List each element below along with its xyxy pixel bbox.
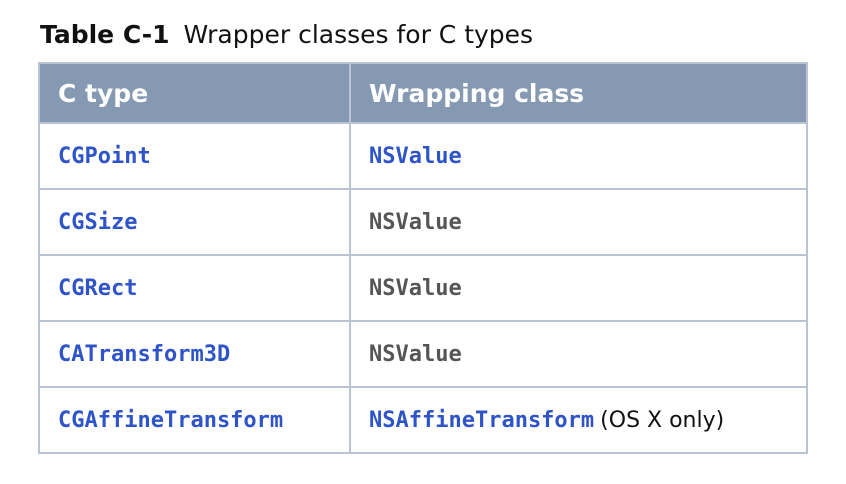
c-type-link-cgrect[interactable]: CGRect <box>58 275 138 301</box>
wrapping-class-link-nsvalue[interactable]: NSValue <box>369 143 462 169</box>
wrapping-class-link-nsaffinetransform[interactable]: NSAffineTransform <box>369 407 595 433</box>
c-type-link-cgpoint[interactable]: CGPoint <box>58 143 151 169</box>
table-row: CGSize NSValue <box>38 188 808 256</box>
c-type-cell: CGPoint <box>38 122 351 190</box>
table-number: Table C-1 <box>40 20 170 49</box>
c-type-link-catransform3d[interactable]: CATransform3D <box>58 341 231 367</box>
table-caption: Table C-1 Wrapper classes for C types <box>40 19 533 51</box>
column-header-wrapping-class: Wrapping class <box>349 62 808 124</box>
platform-note: (OS X only) <box>600 407 725 433</box>
wrapping-class-cell: NSAffineTransform(OS X only) <box>349 386 808 454</box>
wrapping-class-cell: NSValue <box>349 320 808 388</box>
table-row: CGAffineTransform NSAffineTransform(OS X… <box>38 386 808 454</box>
wrapping-class-text: NSValue <box>369 275 462 301</box>
wrapping-class-text: NSValue <box>369 209 462 235</box>
c-type-link-cgsize[interactable]: CGSize <box>58 209 138 235</box>
c-type-cell: CGAffineTransform <box>38 386 351 454</box>
wrapping-class-cell: NSValue <box>349 254 808 322</box>
table-header-row: C type Wrapping class <box>38 62 808 124</box>
c-type-cell: CATransform3D <box>38 320 351 388</box>
c-type-link-cgaffinetransform[interactable]: CGAffineTransform <box>58 407 284 433</box>
table-row: CGRect NSValue <box>38 254 808 322</box>
table-row: CATransform3D NSValue <box>38 320 808 388</box>
wrapper-classes-table: C type Wrapping class CGPoint NSValue CG… <box>38 62 808 454</box>
wrapping-class-cell: NSValue <box>349 188 808 256</box>
column-header-c-type: C type <box>38 62 351 124</box>
table-row: CGPoint NSValue <box>38 122 808 190</box>
table-title: Wrapper classes for C types <box>183 20 534 49</box>
c-type-cell: CGSize <box>38 188 351 256</box>
wrapping-class-cell: NSValue <box>349 122 808 190</box>
c-type-cell: CGRect <box>38 254 351 322</box>
wrapping-class-text: NSValue <box>369 341 462 367</box>
